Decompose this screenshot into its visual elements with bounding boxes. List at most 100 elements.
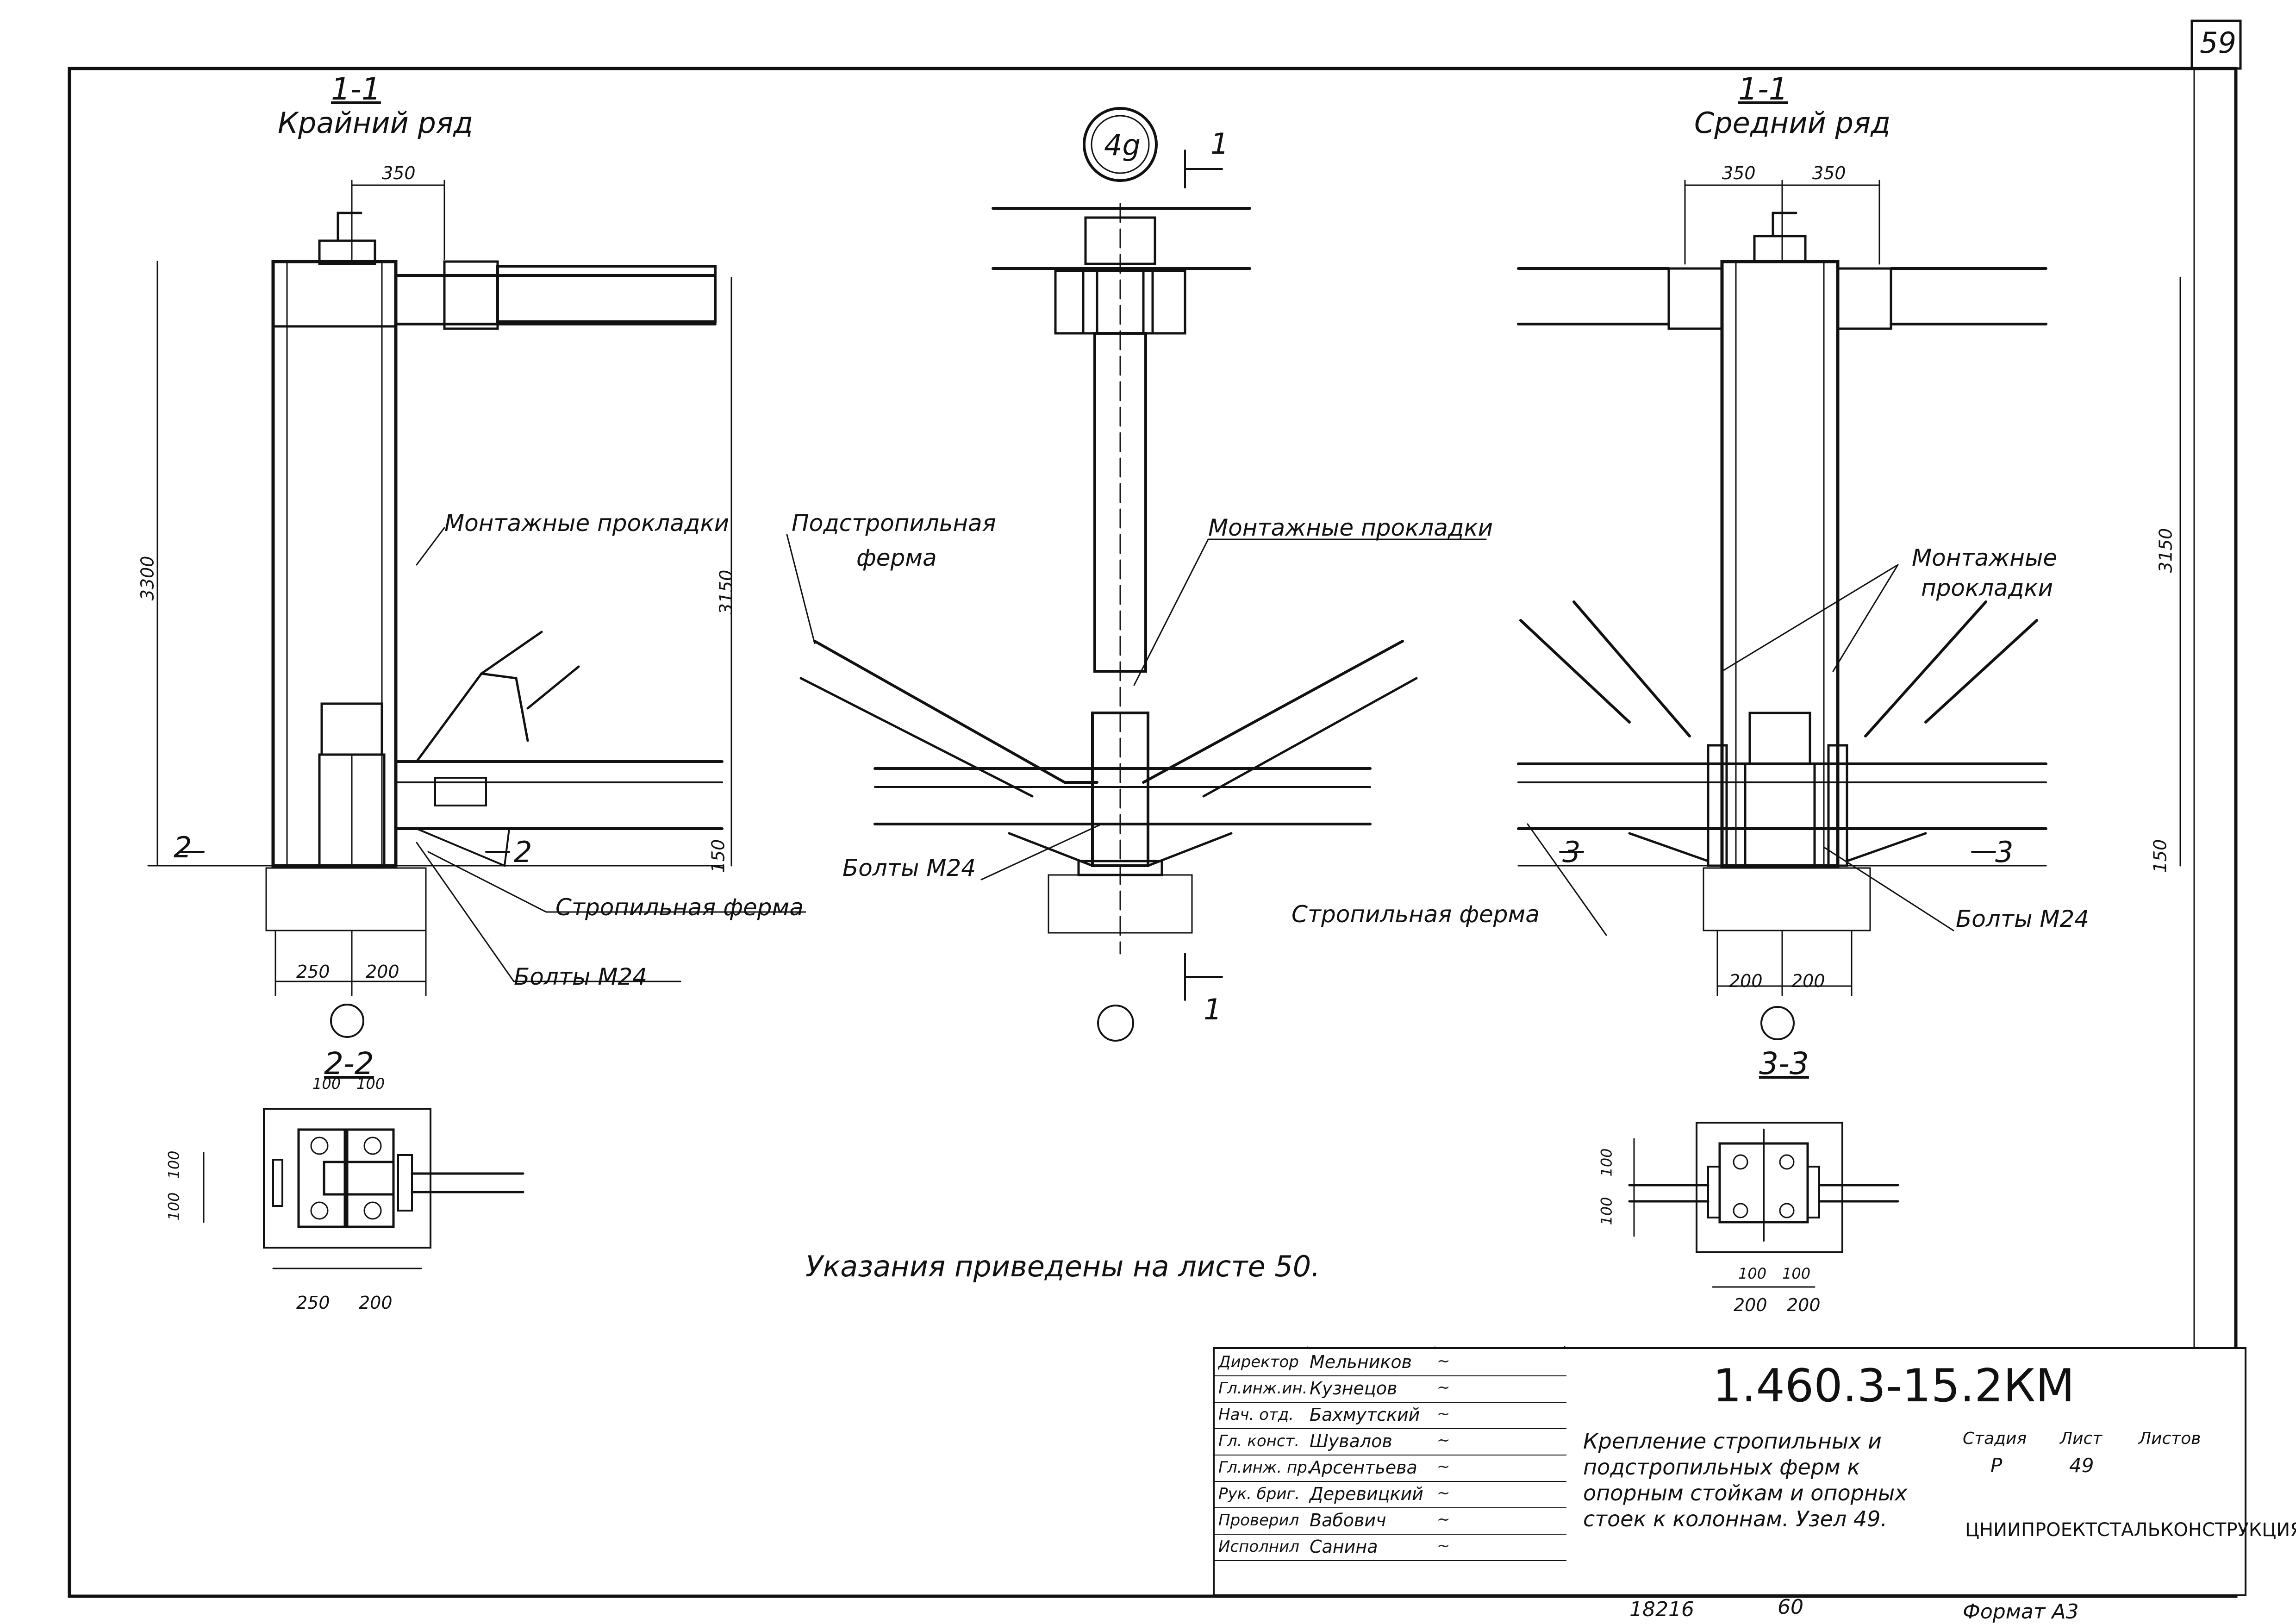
left-view — [147, 180, 806, 1038]
left-truss-label: Стропильная ферма — [555, 894, 804, 921]
dim-s22-bottom-b: 200 — [359, 1293, 393, 1313]
dim-right-base-a: 200 — [1729, 971, 1763, 991]
sheet-number: 59 — [2200, 26, 2236, 60]
cut-marker-bottom: 1 — [1204, 993, 1222, 1026]
section-marker-2b: 2 — [514, 835, 532, 869]
person-name: Кузнецов — [1310, 1378, 1398, 1399]
sheet-note: Указания приведены на листе 50. — [805, 1249, 1320, 1283]
dim-left-inner-height: 3150 — [716, 569, 736, 615]
stage-header: Стадия — [1963, 1429, 2027, 1448]
page-number: 60 — [1778, 1595, 1803, 1619]
dim-right-top-a: 350 — [1722, 163, 1756, 183]
node-marker-circle — [1083, 107, 1158, 182]
title-block-signatures: Директор Мельников ~ Гл.инж.ин. Кузнецов… — [1215, 1349, 1566, 1594]
sheet-frame — [68, 67, 2238, 1598]
drawing-code: 1.460.3-15.2КМ — [1713, 1360, 2075, 1412]
title-block: Директор Мельников ~ Гл.инж.ин. Кузнецов… — [1213, 1347, 2246, 1596]
signature-row: Гл.инж. пр. Арсентьева ~ — [1215, 1455, 1566, 1482]
sheet-number-box — [2190, 19, 2242, 70]
dim-s22-side-a: 100 — [165, 1150, 183, 1179]
dim-s33-bottom-b: 200 — [1787, 1295, 1821, 1315]
dim-right-top-b: 350 — [1812, 163, 1846, 183]
section-marker-3b: 3 — [1995, 835, 2014, 869]
section-3-3 — [1628, 1122, 1899, 1288]
left-shims-label: Монтажные прокладки — [444, 510, 730, 537]
dim-s22-top-a: 100 — [312, 1075, 341, 1093]
dim-s22-side-b: 100 — [165, 1192, 183, 1221]
signature: ~ — [1437, 1378, 1450, 1397]
dim-left-top: 350 — [382, 163, 416, 183]
left-view-subtitle: Крайний ряд — [278, 106, 474, 140]
role: Гл. конст. — [1218, 1432, 1300, 1450]
dim-left-150: 150 — [708, 839, 729, 873]
paper-format: Формат А3 — [1963, 1600, 2079, 1624]
section-2-2-title: 2-2 — [324, 1046, 374, 1081]
sheet-header: Лист — [2060, 1429, 2103, 1448]
signature-row: Рук. бриг. Деревицкий ~ — [1215, 1481, 1566, 1508]
signature-row: Исполнил Санина ~ — [1215, 1534, 1566, 1561]
right-view — [1517, 180, 2181, 1040]
inventory-number: 18216 — [1629, 1598, 1694, 1621]
right-shims-label-1: Монтажные — [1912, 544, 2058, 571]
role: Исполнил — [1218, 1537, 1299, 1556]
role: Гл.инж.ин. — [1218, 1379, 1308, 1398]
dim-s22-bottom-a: 250 — [296, 1293, 330, 1313]
center-subtruss-label-2: ферма — [856, 544, 937, 571]
signature-row: Гл. конст. Шувалов ~ — [1215, 1428, 1566, 1455]
person-name: Арсентьева — [1310, 1457, 1417, 1478]
section-2-2 — [203, 1108, 524, 1269]
person-name: Вабович — [1310, 1510, 1386, 1530]
center-shims-label: Монтажные прокладки — [1208, 514, 1493, 541]
stage-value: Р — [1990, 1454, 2003, 1477]
signature-row: Нач. отд. Бахмутский ~ — [1215, 1402, 1566, 1429]
node-marker-label: 4g — [1104, 128, 1141, 162]
role: Гл.инж. пр. — [1218, 1458, 1312, 1477]
signature: ~ — [1437, 1405, 1450, 1423]
role: Проверил — [1218, 1511, 1299, 1530]
dim-left-base-250: 250 — [296, 962, 330, 982]
dim-left-height: 3300 — [137, 556, 158, 601]
signature: ~ — [1437, 1537, 1450, 1555]
organization: ЦНИИПРОЕКТСТАЛЬКОНСТРУКЦИЯ — [1965, 1519, 2296, 1541]
dim-left-base-200: 200 — [366, 962, 399, 982]
signature-row: Директор Мельников ~ — [1215, 1349, 1566, 1376]
dim-s22-top-b: 100 — [356, 1075, 385, 1093]
sheet-value: 49 — [2069, 1454, 2094, 1477]
section-marker-3a: 3 — [1562, 835, 1581, 869]
right-view-subtitle: Средний ряд — [1694, 106, 1891, 140]
signature: ~ — [1437, 1431, 1450, 1449]
dim-s33-side-b: 100 — [1597, 1197, 1616, 1225]
person-name: Санина — [1310, 1537, 1378, 1557]
left-bolts-label: Болты М24 — [514, 963, 648, 990]
right-shims-label-2: прокладки — [1921, 575, 2053, 601]
center-subtruss-label-1: Подстропильная — [792, 510, 996, 537]
cut-marker-top: 1 — [1210, 127, 1229, 161]
right-bolts-label: Болты М24 — [1956, 906, 2090, 932]
sheets-header: Листов — [2139, 1429, 2201, 1448]
right-truss-label: Стропильная ферма — [1292, 901, 1540, 928]
dim-s33-bottom-top-b: 100 — [1782, 1265, 1811, 1282]
dim-s33-bottom-top-a: 100 — [1738, 1265, 1767, 1282]
signature-row: Проверил Вабович ~ — [1215, 1507, 1566, 1535]
dim-right-150: 150 — [2150, 839, 2171, 873]
section-3-3-title: 3-3 — [1759, 1046, 1809, 1081]
signature-row: Гл.инж.ин. Кузнецов ~ — [1215, 1375, 1566, 1403]
role: Рук. бриг. — [1218, 1485, 1300, 1503]
signature: ~ — [1437, 1484, 1450, 1502]
person-name: Шувалов — [1310, 1431, 1392, 1451]
person-name: Бахмутский — [1310, 1405, 1420, 1425]
section-marker-2a: 2 — [174, 831, 192, 864]
left-section-title: 1-1 — [331, 71, 381, 107]
center-bolts-label: Болты М24 — [842, 855, 976, 881]
role: Нач. отд. — [1218, 1405, 1294, 1424]
dim-right-base-b: 200 — [1791, 971, 1825, 991]
drawing-description: Крепление стропильных и подстропильных ф… — [1583, 1429, 1908, 1531]
dim-s33-bottom-a: 200 — [1734, 1295, 1767, 1315]
dim-right-height: 3150 — [2155, 528, 2176, 573]
person-name: Мельников — [1310, 1352, 1412, 1372]
person-name: Деревицкий — [1310, 1484, 1423, 1504]
center-view — [786, 107, 1487, 1042]
signature: ~ — [1437, 1510, 1450, 1529]
right-section-title: 1-1 — [1738, 71, 1788, 107]
